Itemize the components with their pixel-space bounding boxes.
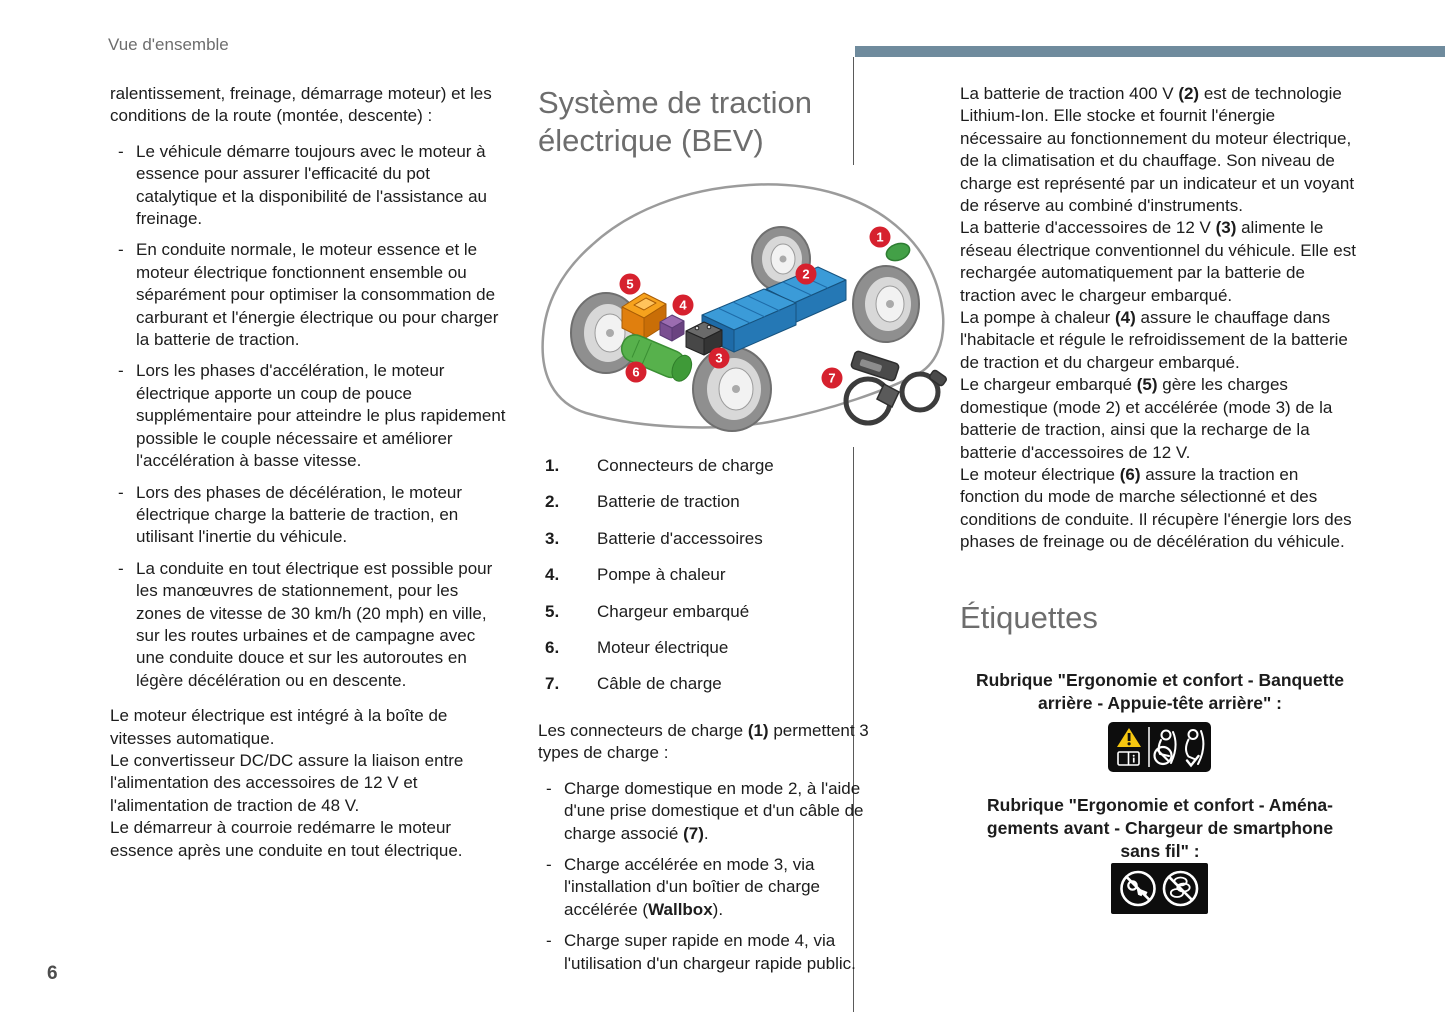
badge-3: 3 (708, 347, 730, 369)
svg-text:2: 2 (802, 267, 809, 282)
charge-types-intro: Les connecteurs de charge (1) permettent… (538, 721, 869, 763)
wireless-charger-sticker (1111, 863, 1208, 914)
right-paragraph: La batterie d'accessoires de 12 V (3) al… (960, 218, 1356, 305)
rubrique-wireless-charger-title: Rubrique "Ergonomie et confort - Aména- … (986, 795, 1334, 861)
no-coins-icon (1162, 870, 1199, 907)
legend-item: 7.Câble de charge (545, 674, 722, 694)
left-intro: ralentissement, freinage, démarrage mote… (110, 84, 492, 126)
charge-types-list: -Charge domestique en mode 2, à l'aide d… (538, 778, 892, 975)
svg-text:4: 4 (679, 298, 687, 313)
wheel (751, 226, 811, 292)
list-item: -Le véhicule démarre toujours avec le mo… (118, 141, 488, 229)
list-item: -Charge domestique en mode 2, à l'aide d… (546, 778, 864, 843)
legend-item: 5.Chargeur embarqué (545, 601, 750, 621)
accessory-battery (685, 321, 723, 356)
legend-item: 1.Connecteurs de charge (545, 456, 774, 475)
badge-4: 4 (672, 294, 694, 316)
badge-5: 5 (619, 273, 641, 295)
headrest-misuse-prohibited-icon (1153, 729, 1177, 766)
wheel (692, 346, 772, 432)
list-item: -Lors les phases d'accélération, le mote… (118, 361, 506, 471)
list-item: -La conduite en tout électrique est poss… (118, 558, 493, 690)
legend-item: 4.Pompe à chaleur (545, 565, 726, 585)
column-divider (853, 57, 854, 1012)
labels-section-title: Étiquettes (960, 600, 1098, 635)
page-number: 6 (47, 963, 58, 984)
no-keys-icon (1120, 870, 1156, 907)
badge-7: 7 (821, 367, 843, 389)
onboard-charger (621, 292, 667, 340)
owner-manual-book-icon (1117, 751, 1140, 766)
charge-types-section: Les connecteurs de charge (1) permettent… (538, 720, 892, 988)
wheel (852, 265, 920, 343)
page-title: Système de traction électrique (BEV) (538, 85, 812, 158)
charge-connector (885, 242, 911, 262)
badge-2: 2 (795, 263, 817, 285)
warning-triangle-icon (1117, 728, 1141, 747)
badge-6: 6 (625, 361, 647, 383)
svg-text:3: 3 (715, 351, 722, 366)
badge-1: 1 (869, 226, 891, 248)
right-paragraph: La batterie de traction 400 V (2) est de… (960, 84, 1355, 216)
left-column: ralentissement, freinage, démarrage mote… (110, 83, 508, 862)
legend-item: 6.Moteur électrique (545, 638, 729, 658)
left-paragraph: Le convertisseur DC/DC assure la liaison… (110, 750, 464, 815)
list-item: -En conduite normale, le moteur essence … (118, 240, 499, 350)
headrest-warning-sticker (1108, 722, 1211, 772)
left-bullet-list: -Le véhicule démarre toujours avec le mo… (110, 141, 508, 692)
diagram-legend: 1.Connecteurs de charge 2.Batterie de tr… (545, 455, 865, 710)
heat-pump (659, 314, 685, 342)
svg-text:7: 7 (828, 371, 835, 386)
svg-text:5: 5 (626, 277, 633, 292)
legend-item: 3.Batterie d'accessoires (545, 528, 763, 548)
left-paragraph: Le démarreur à courroie redémarre le mot… (110, 818, 463, 860)
section-eyebrow: Vue d'ensemble (108, 35, 229, 54)
list-item: -Lors des phases de décélération, le mot… (118, 482, 463, 547)
list-item: -Charge accélérée en mode 3, via l'insta… (546, 855, 820, 919)
right-paragraph: La pompe à chaleur (4) assure le chauffa… (960, 308, 1348, 372)
rubrique-headrest-title: Rubrique "Ergonomie et confort - Banquet… (975, 670, 1345, 713)
headrest-correct-use-icon (1185, 729, 1205, 768)
legend-item: 2.Batterie de traction (545, 492, 740, 512)
left-paragraph: Le moteur électrique est intégré à la bo… (110, 706, 448, 748)
traction-battery (701, 266, 847, 353)
right-paragraph: Le moteur électrique (6) assure la tract… (960, 464, 1352, 552)
bev-system-diagram: 1 2 3 4 5 6 7 (534, 165, 954, 447)
list-item: -Charge super rapide en mode 4, via l'ut… (546, 931, 856, 973)
charge-cable (843, 350, 947, 426)
right-paragraph: Le chargeur embarqué (5) gère les charge… (960, 375, 1333, 462)
header-accent-bar (855, 46, 1445, 57)
svg-text:1: 1 (876, 230, 883, 245)
right-column: La batterie de traction 400 V (2) est de… (960, 83, 1360, 554)
electric-motor (620, 334, 693, 382)
svg-text:6: 6 (632, 365, 639, 380)
